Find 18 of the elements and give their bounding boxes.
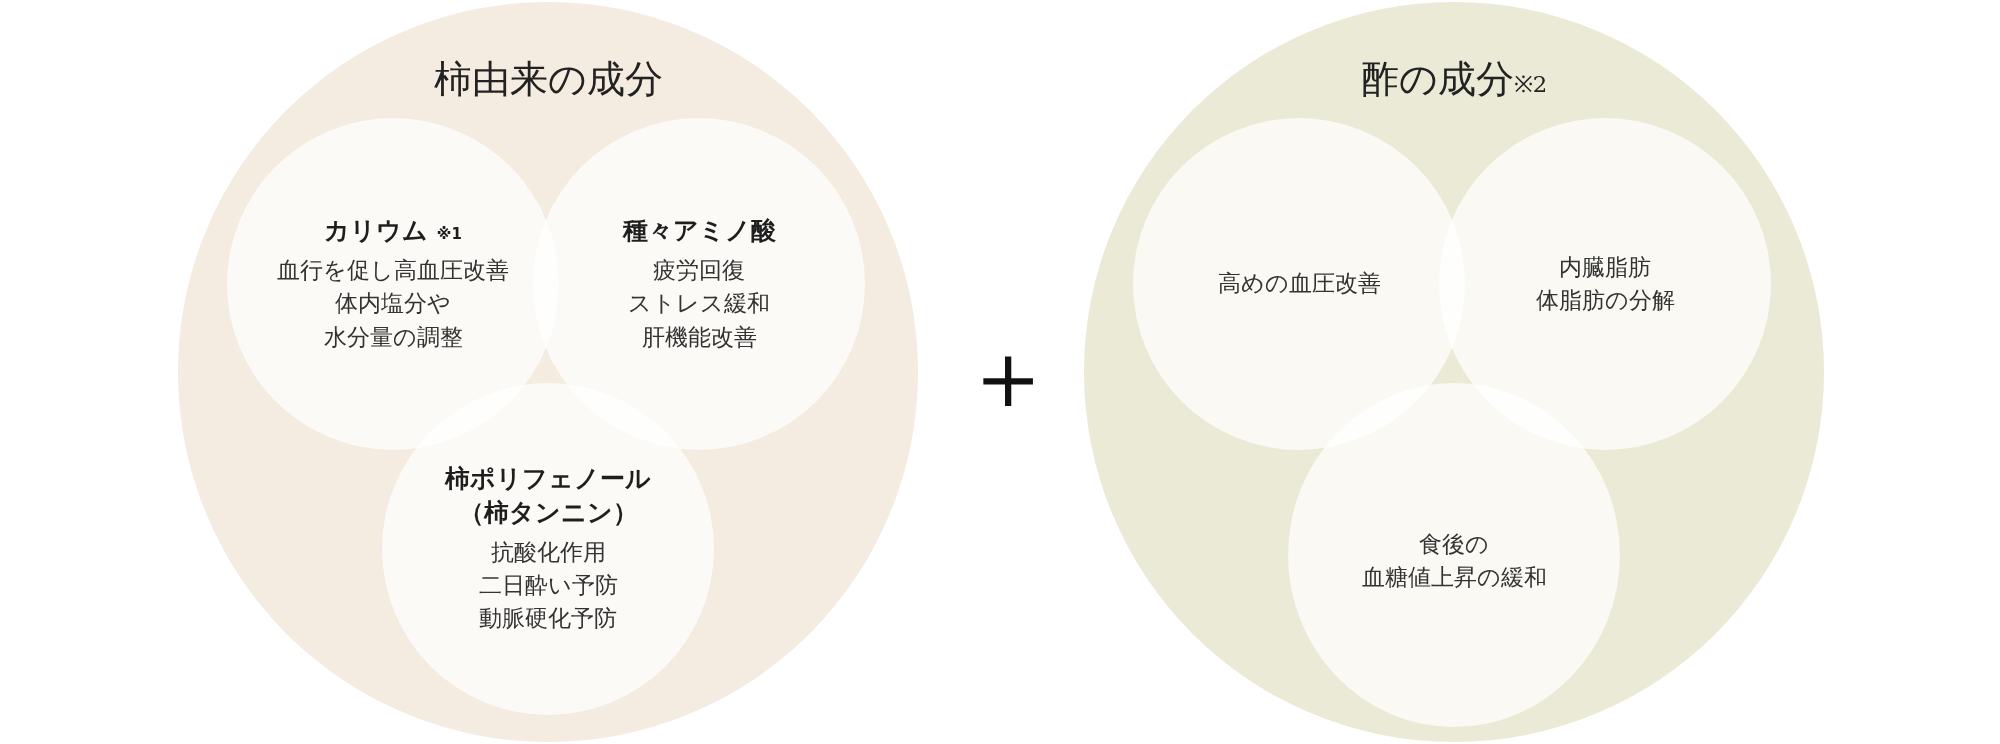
component-heading: 柿ポリフェノール（柿タンニン） bbox=[443, 463, 652, 529]
benefit-text: 二日酔い予防 bbox=[478, 571, 618, 601]
benefit-text: 高めの血圧改善 bbox=[1217, 269, 1381, 299]
benefit-text: 抗酸化作用 bbox=[490, 537, 606, 567]
benefit-text: ストレス緩和 bbox=[628, 289, 770, 319]
benefit-text: 疲労回復 bbox=[653, 255, 745, 285]
group-title: 柿由来の成分 bbox=[432, 56, 664, 103]
benefit-text: 動脈硬化予防 bbox=[479, 604, 617, 634]
benefit-text: 食後の bbox=[1419, 529, 1489, 559]
plus-sign: ＋ bbox=[960, 336, 1040, 416]
benefit-text: 水分量の調整 bbox=[323, 322, 463, 352]
benefit-text: 血糖値上昇の緩和 bbox=[1361, 563, 1547, 592]
component-heading: 種々アミノ酸 bbox=[622, 215, 776, 248]
benefit-text: 体内塩分や bbox=[335, 289, 451, 319]
benefit-text: 肝機能改善 bbox=[641, 322, 757, 352]
benefit-text: 体脂肪の分解 bbox=[1535, 286, 1675, 315]
benefit-text: 血行を促し高血圧改善 bbox=[277, 255, 509, 285]
benefit-text: 内臓脂肪 bbox=[1559, 252, 1651, 282]
